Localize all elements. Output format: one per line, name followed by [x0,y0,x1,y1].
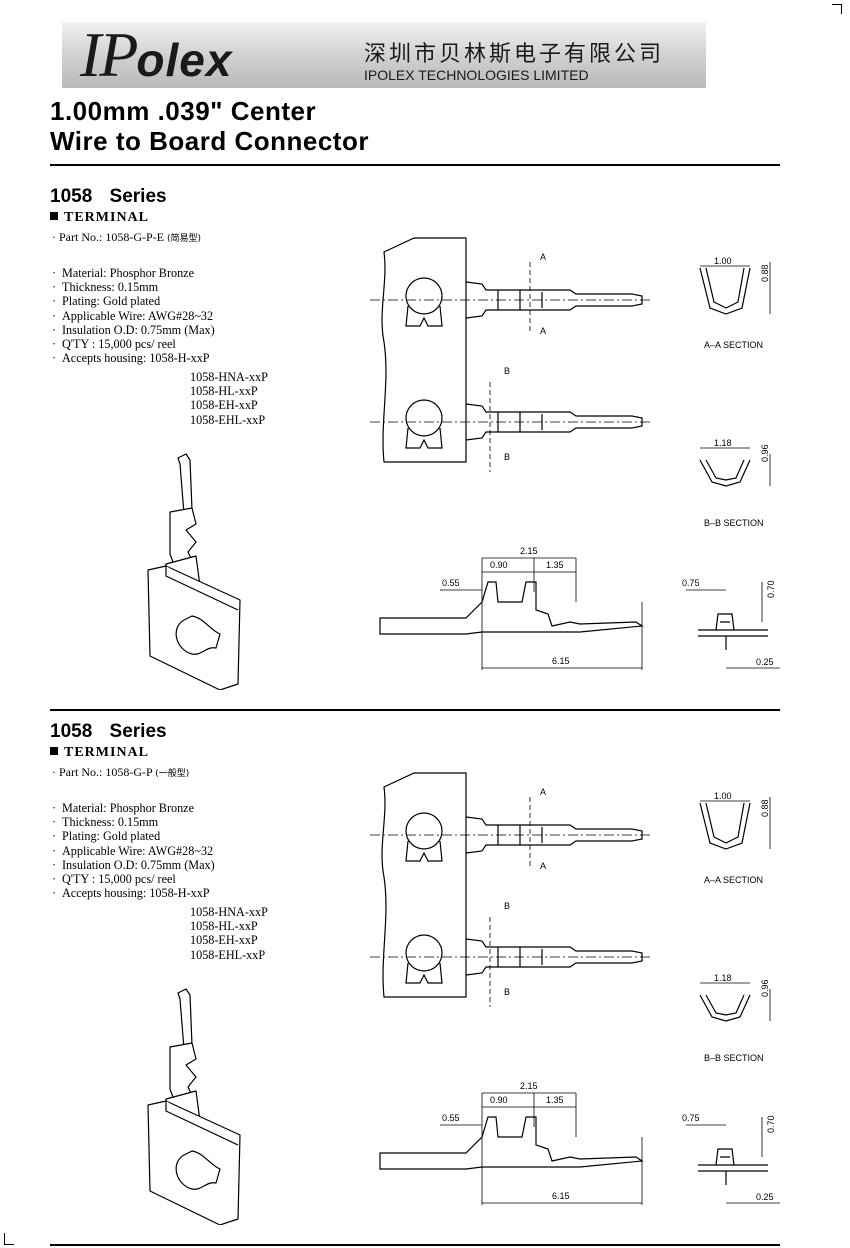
housing-item: 1058-HNA-xxP [190,370,268,384]
company-name-english: IPOLEX TECHNOLOGIES LIMITED [364,67,589,83]
dim-end-height: 0.70 [766,1115,776,1133]
section-mark-a: A [540,326,546,336]
spec-item: ·Material: Phosphor Bronze [52,266,195,280]
company-logo-banner: IPolex 深圳市贝林斯电子有限公司 IPOLEX TECHNOLOGIES … [62,22,706,88]
spec-list: ·Material: Phosphor Bronze ·Thickness: 0… [52,266,215,365]
housing-list: 1058-HNA-xxP 1058-HL-xxP 1058-EH-xxP 105… [190,905,268,962]
section-mark-b: B [504,366,510,376]
document-title: 1.00mm .039" Center Wire to Board Connec… [50,96,369,156]
spec-item: ·Plating: Gold plated [52,829,161,844]
housing-item: 1058-HL-xxP [190,384,258,399]
header-divider [50,164,780,166]
crop-mark-bottom-left [4,1233,14,1245]
section-mark-b: B [504,901,510,911]
dim-side-right: 1.35 [546,560,564,570]
dim-side-offset: 0.55 [442,1113,460,1123]
section-mark-b: B [504,987,510,997]
bullet-square-icon [50,212,58,220]
dim-side-length: 6.15 [552,1191,570,1201]
crop-mark-top-right [832,4,842,14]
terminal-technical-drawing: A A B B A–A SECTION B–B SECTION 1.00 0.8… [370,237,780,670]
dim-side-total: 2.15 [520,546,538,556]
housing-item: 1058-EH-xxP [190,933,258,948]
dim-side-left: 0.90 [490,1095,508,1105]
spec-item: ·Applicable Wire: AWG#28~32 [52,843,214,858]
title-line-1: 1.00mm .039" Center [50,96,317,126]
spec-list: ·Material: Phosphor Bronze ·Thickness: 0… [52,801,215,900]
dim-aa-width: 1.00 [714,791,732,801]
section-mark-a: A [540,787,546,797]
housing-item: 1058-HL-xxP [190,919,258,934]
dim-end-thickness: 0.25 [756,1192,774,1202]
section-heading: TERMINAL [50,210,149,226]
title-line-2: Wire to Board Connector [50,126,369,156]
dim-side-total: 2.15 [520,1081,538,1091]
ipolex-logo: IPolex [80,22,233,88]
spec-item: ·Q'TY : 15,000 pcs/ reel [52,337,176,352]
series-title: 1058 Series [50,721,167,742]
spec-item: ·Applicable Wire: AWG#28~32 [52,308,214,323]
section-mark-a: A [540,861,546,871]
housing-item: 1058-EHL-xxP [190,412,266,427]
aa-section-label: A–A SECTION [704,340,763,350]
bb-section-label: B–B SECTION [704,518,764,528]
section-mark-a: A [540,252,546,262]
spec-item: ·Insulation O.D: 0.75mm (Max) [52,857,215,872]
spec-item: ·Thickness: 0.15mm [52,815,159,830]
series-title: 1058 Series [50,186,167,207]
dim-bb-width: 1.18 [714,438,732,448]
bb-section-label: B–B SECTION [704,1053,764,1063]
terminal-3d-view [147,988,241,1225]
housing-list: 1058-HNA-xxP 1058-HL-xxP 1058-EH-xxP 105… [190,370,268,427]
dim-side-right: 1.35 [546,1095,564,1105]
dim-side-offset: 0.55 [442,578,460,588]
footer-divider [50,1244,780,1246]
section-divider [50,709,780,711]
housing-item: 1058-HNA-xxP [190,905,268,919]
dim-aa-height: 0.88 [760,799,770,817]
terminal-technical-drawing: A A B B A–A SECTION B–B SECTION 1.00 0.8… [370,772,780,1205]
part-number: · Part No.: 1058-G-P (一般型) [52,765,190,779]
spec-item: ·Plating: Gold plated [52,294,161,309]
bullet-square-icon [50,747,58,755]
dim-side-left: 0.90 [490,560,508,570]
housing-item: 1058-EH-xxP [190,398,258,413]
dim-end-thickness: 0.25 [756,657,774,667]
dim-aa-width: 1.00 [714,256,732,266]
spec-item: ·Thickness: 0.15mm [52,280,159,295]
spec-item: ·Material: Phosphor Bronze [52,801,195,815]
section-heading: TERMINAL [50,745,149,761]
dim-bb-width: 1.18 [714,973,732,983]
spec-item: ·Q'TY : 15,000 pcs/ reel [52,872,176,887]
aa-section-label: A–A SECTION [704,875,763,885]
dim-aa-height: 0.88 [760,264,770,282]
section-mark-b: B [504,452,510,462]
dim-end-height: 0.70 [766,580,776,598]
housing-item: 1058-EHL-xxP [190,947,266,962]
company-name-chinese: 深圳市贝林斯电子有限公司 [364,42,665,67]
dim-bb-height: 0.96 [760,979,770,997]
spec-item: ·Accepts housing: 1058-H-xxP [52,886,210,901]
dim-side-length: 6.15 [552,656,570,666]
part-number: · Part No.: 1058-G-P-E (简易型) [52,230,202,244]
dim-bb-height: 0.96 [760,444,770,462]
dim-end-width: 0.75 [682,1113,700,1123]
spec-item: ·Insulation O.D: 0.75mm (Max) [52,322,215,337]
spec-item: ·Accepts housing: 1058-H-xxP [52,351,210,366]
dim-end-width: 0.75 [682,578,700,588]
terminal-3d-view [147,453,241,690]
